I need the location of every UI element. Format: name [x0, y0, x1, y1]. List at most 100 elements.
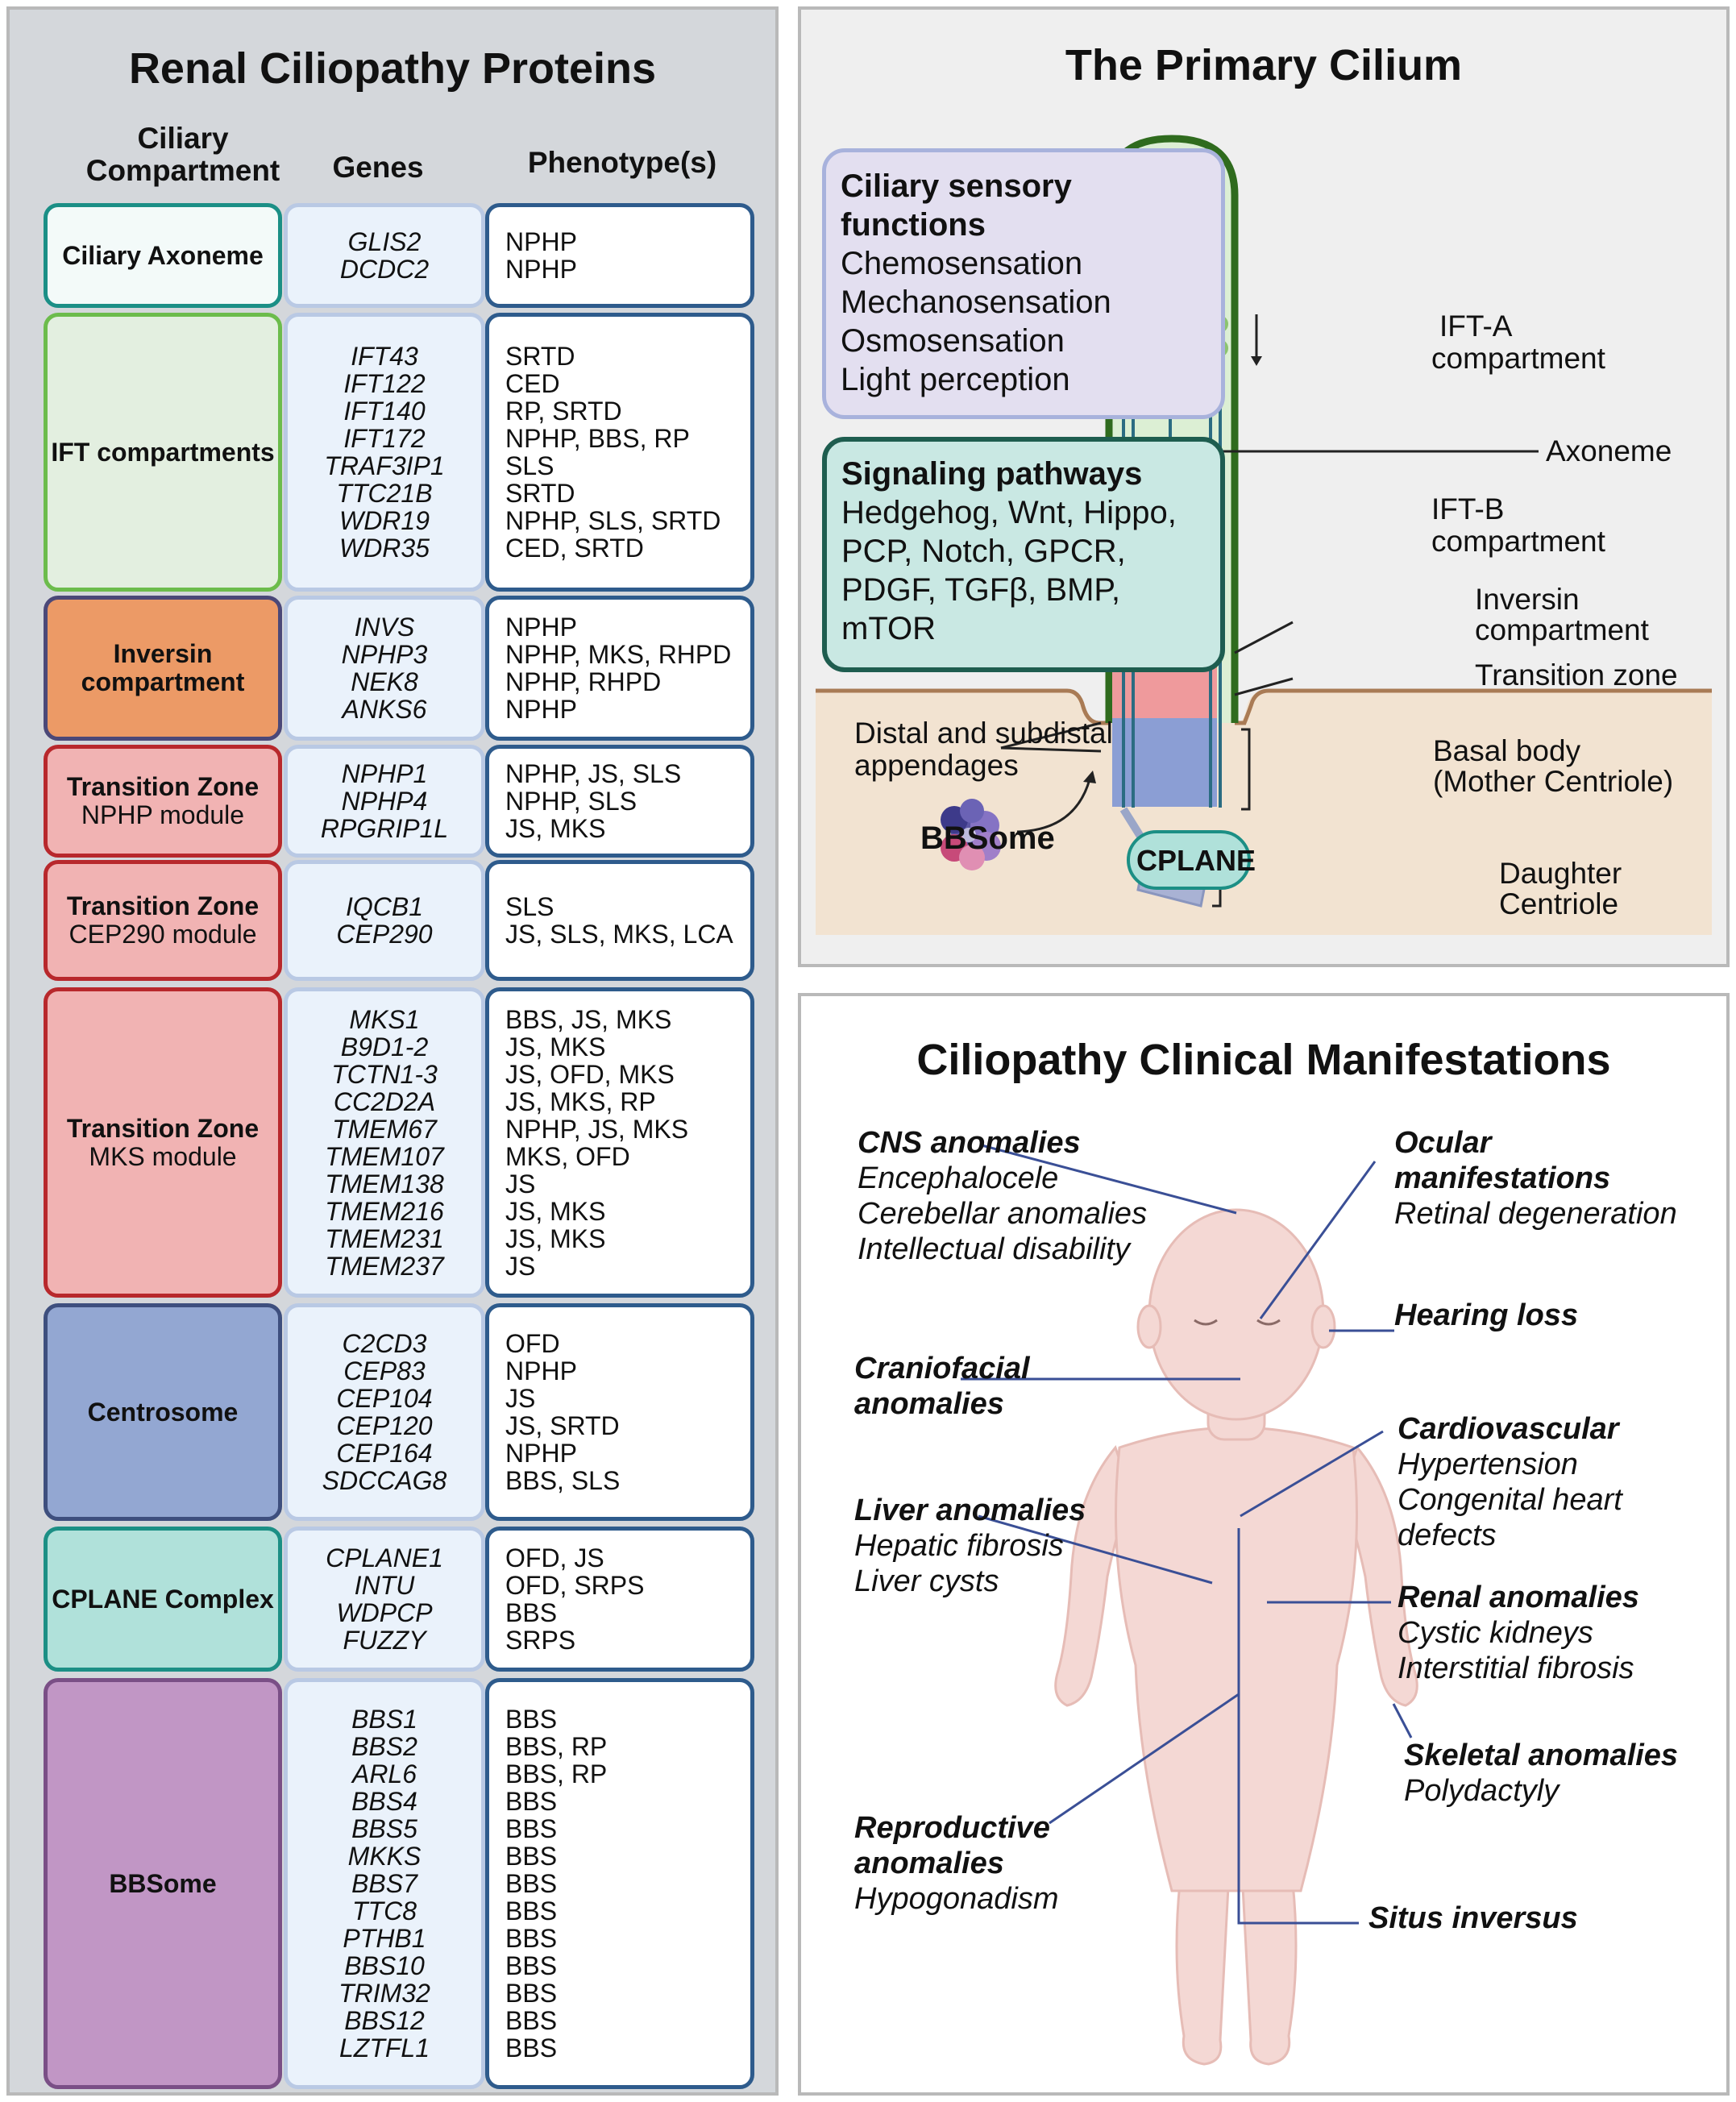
cardiovascular-item: Hypertension [1398, 1448, 1578, 1481]
craniofacial-anomalies: Craniofacial anomalies [854, 1351, 1030, 1422]
column-header-compartment: Ciliary Compartment [85, 122, 280, 187]
phenotype-value: SLS [505, 892, 554, 921]
gene-name: TCTN1-3 [331, 1059, 438, 1089]
gene-name: IFT43 [351, 342, 418, 371]
phenotype-value: NPHP [505, 613, 577, 642]
gene-name: BBS12 [344, 2006, 425, 2035]
phenotype-value: BBS [505, 2033, 558, 2063]
child-figure [961, 1144, 1418, 2066]
skeletal-anomalies: Skeletal anomalies Polydactyly [1404, 1738, 1678, 1809]
compartment-module: MKS module [89, 1141, 237, 1171]
clinical-manifestations-panel: Ciliopathy Clinical Manifestations [798, 993, 1730, 2096]
phenotype-value: BBS, RP [505, 1759, 608, 1788]
closed-eye [1194, 1319, 1218, 1326]
primary-cilium-panel: The Primary Cilium [798, 6, 1730, 967]
compartment-box: IFT compartments [44, 313, 282, 592]
gene-name: IFT172 [343, 424, 426, 453]
renal-item: Interstitial fibrosis [1398, 1651, 1634, 1685]
phenotype-value: JS, MKS [505, 1223, 606, 1253]
bbsome-subunit [959, 845, 985, 870]
cns-item: Encephalocele [858, 1161, 1059, 1195]
transition-zone-leader [1234, 677, 1294, 696]
gene-name: TMEM138 [325, 1169, 444, 1198]
phenotype-value: BBS, SLS [505, 1466, 621, 1495]
gene-name: ANKS6 [342, 695, 427, 724]
cell-membrane [1235, 688, 1712, 725]
gene-name: TRIM32 [338, 1979, 430, 2008]
compartment-box: Ciliary Axoneme [44, 203, 282, 308]
phenotype-value: CED [505, 369, 560, 398]
skeletal-item: Polydactyly [1404, 1774, 1559, 1808]
phenotype-value: OFD, JS [505, 1543, 604, 1572]
liver-item: Liver cysts [854, 1564, 999, 1598]
ocular-manifestations: Ocular manifestations Retinal degenerati… [1394, 1125, 1677, 1232]
gene-name: TTC8 [352, 1896, 417, 1925]
phenotype-value: NPHP, RHPD [505, 667, 662, 696]
phenotype-value: NPHP, SLS, SRTD [505, 506, 721, 535]
gene-name: TMEM231 [325, 1223, 444, 1253]
gene-name: BBS2 [351, 1732, 417, 1761]
child-body [1054, 1208, 1418, 2066]
basal-body-label: Basal body [1433, 734, 1581, 767]
phenotype-value: JS, SLS, MKS, LCA [505, 920, 733, 949]
phenotype-value: NPHP [505, 1356, 577, 1385]
phenotype-value: BBS [505, 1814, 558, 1843]
gene-name: SDCCAG8 [322, 1466, 447, 1495]
compartment-name: Centrosome [87, 1397, 239, 1427]
panel-title: Renal Ciliopathy Proteins [128, 44, 657, 93]
phenotype-value: JS [505, 1384, 536, 1413]
right-leg [1241, 1881, 1298, 2066]
arrowhead [1083, 771, 1096, 783]
situs-leader [1237, 1528, 1359, 1925]
cplane-pill [1127, 830, 1251, 890]
phenotype-value: NPHP [505, 227, 577, 256]
compartment-name: Transition Zone [66, 891, 260, 920]
ocular-heading: manifestations [1394, 1161, 1611, 1195]
craniofacial-heading: anomalies [854, 1387, 1004, 1421]
torso [1115, 1426, 1358, 1892]
cns-item: Cerebellar anomalies [858, 1197, 1148, 1231]
right-arm [1339, 1444, 1418, 1707]
cplane-label: CPLANE [1136, 844, 1256, 877]
cardiovascular-item: Congenital heart [1398, 1483, 1622, 1517]
bbsome-arrow [1016, 779, 1091, 833]
appendages-label: appendages [854, 749, 1019, 782]
phenotype-value: JS [505, 1169, 536, 1198]
gene-name: RPGRIP1L [320, 814, 449, 843]
phenotype-value: BBS [505, 1951, 558, 1980]
signaling-item: PCP, Notch, GPCR, [841, 534, 1126, 569]
compartment-module: CEP290 module [69, 920, 257, 949]
gene-name: MKS1 [349, 1004, 420, 1034]
ear [1136, 1304, 1162, 1349]
cardiovascular: Cardiovascular Hypertension Congenital h… [1398, 1411, 1622, 1553]
appendages-leader [1000, 721, 1102, 750]
gene-name: C2CD3 [342, 1329, 427, 1358]
signaling-item: PDGF, TGFβ, BMP, [841, 572, 1121, 608]
cns-heading: CNS anomalies [858, 1126, 1081, 1160]
cell-membrane [816, 688, 1109, 725]
bbsome-subunit [960, 799, 984, 823]
gene-name: BBS5 [351, 1814, 417, 1843]
ift-b-label: IFT-B [1431, 492, 1505, 526]
column-header-phenotype: Phenotype(s) [527, 146, 717, 179]
reproductive-heading: anomalies [854, 1847, 1004, 1880]
sensory-item: Mechanosensation [841, 285, 1111, 320]
gene-name: FUZZY [343, 1626, 426, 1655]
gene-name: CEP120 [336, 1411, 433, 1440]
phenotype-value: BBS [505, 2006, 558, 2035]
phenotype-value: NPHP, JS, MKS [505, 1114, 689, 1144]
cell-body [1236, 691, 1712, 935]
phenotype-value: SLS [505, 451, 554, 480]
hearing-heading: Hearing loss [1394, 1298, 1579, 1332]
left-leg [1175, 1881, 1230, 2066]
